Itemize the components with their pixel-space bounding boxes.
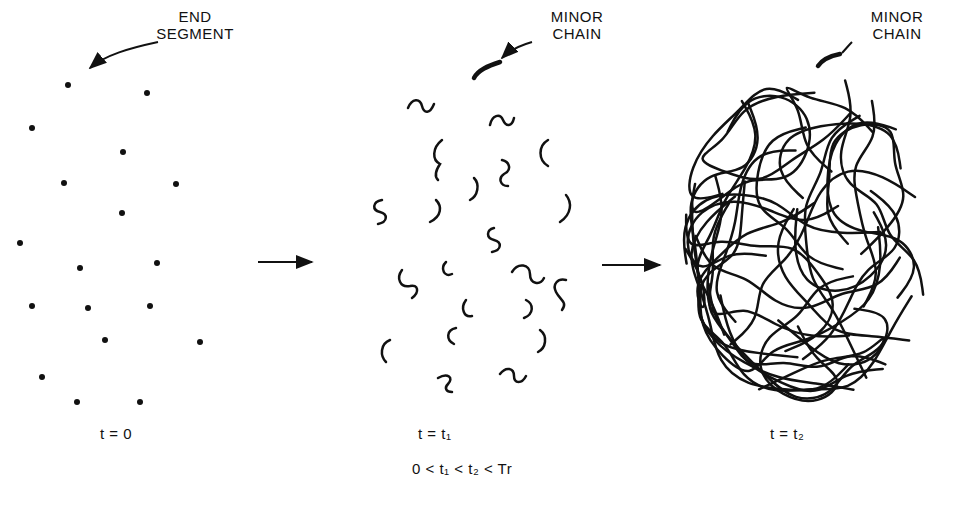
time-label: t = t₁	[418, 425, 452, 442]
polymer-chain	[717, 150, 796, 321]
polymer-chain	[787, 88, 873, 172]
polymer-chain	[686, 215, 833, 351]
callout-label: END SEGMENT	[150, 8, 240, 43]
polymer-chain	[691, 197, 848, 391]
time-label: t = 0	[100, 425, 132, 442]
leader-line	[502, 42, 532, 58]
time-label: t = t₂	[770, 425, 804, 442]
minor-chain	[818, 54, 840, 66]
chain-network	[684, 80, 923, 400]
polymer-chain	[760, 276, 853, 401]
polymer-chain	[778, 209, 909, 340]
end-segment-dots	[17, 82, 203, 405]
callout-label: MINOR CHAIN	[852, 8, 942, 43]
step-arrow	[602, 264, 660, 266]
polymer-chain	[827, 122, 913, 297]
polymer-chain	[756, 128, 842, 270]
polymer-chain	[703, 93, 850, 179]
polymer-chain	[692, 96, 810, 212]
polymer-chain	[689, 89, 798, 199]
short-chains	[374, 100, 570, 392]
polymer-chain	[691, 104, 758, 278]
time-label: 0 < t₁ < t₂ < Tr	[412, 460, 512, 477]
polymer-chain	[700, 227, 880, 371]
minor-chain	[474, 62, 500, 78]
step-arrow	[258, 261, 312, 263]
leader-line	[90, 42, 158, 68]
callout-label: MINOR CHAIN	[532, 8, 622, 43]
leader-line	[842, 42, 852, 53]
polymer-chain	[841, 80, 923, 294]
